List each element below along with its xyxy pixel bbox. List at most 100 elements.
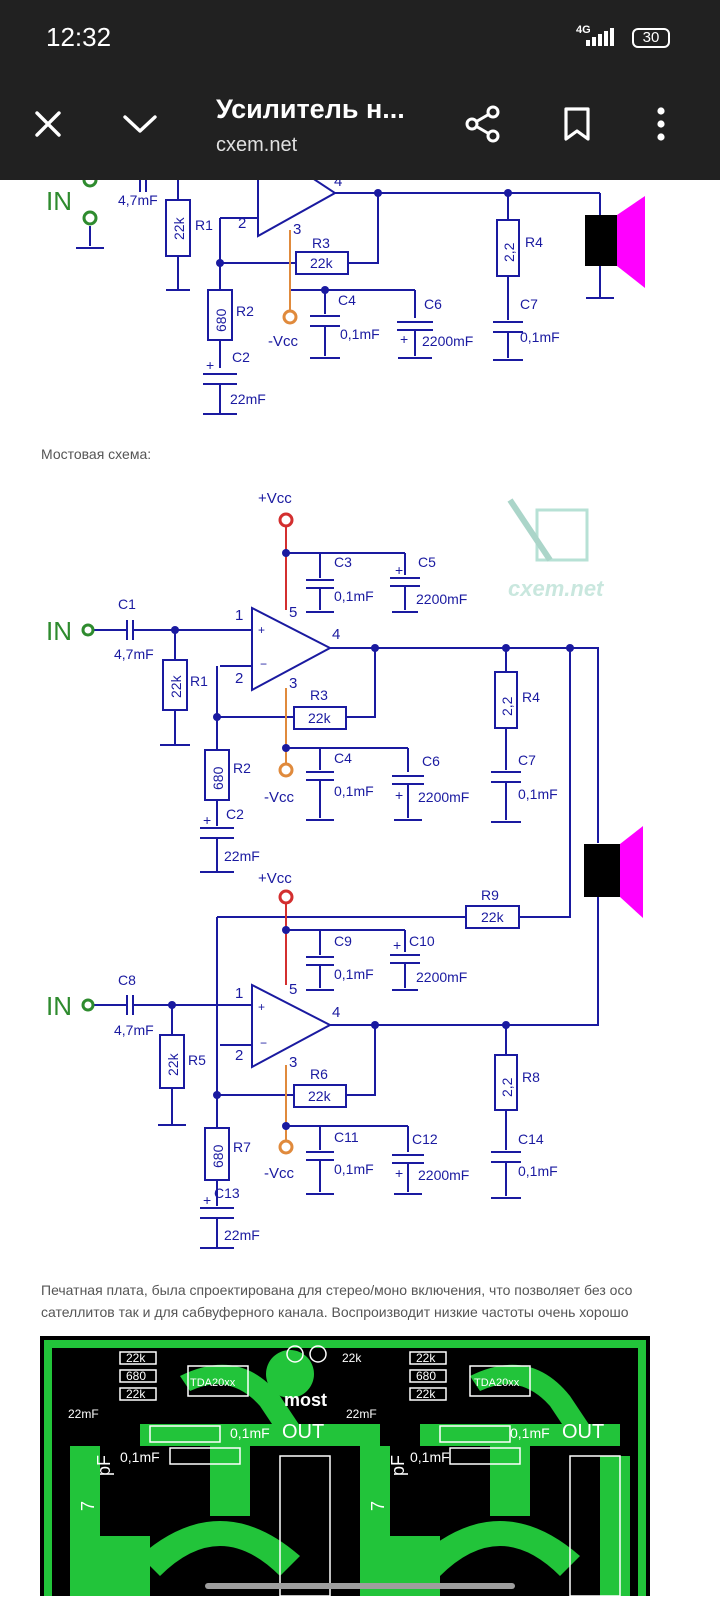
network-type: 4G: [576, 24, 591, 36]
svg-text:+: +: [206, 357, 214, 373]
more-options-button[interactable]: [646, 102, 676, 146]
signal-icon: [586, 28, 614, 46]
label-pin4-upper: 4: [332, 626, 340, 643]
pcb-label-11: most: [284, 1390, 327, 1410]
label-c14-value: 0,1mF: [518, 1163, 558, 1179]
pcb-label-14: 22k: [416, 1387, 436, 1401]
label-c4-value: 0,1mF: [340, 326, 380, 342]
label-vcc-pos-lower: +Vcc: [258, 870, 292, 887]
label-r3-value: 22k: [308, 710, 332, 726]
label-r7-value: 680: [210, 1144, 226, 1168]
label-r2-value: 680: [210, 766, 226, 790]
label-r7: R7: [233, 1139, 251, 1155]
label-r3: R3: [312, 235, 330, 251]
pcb-label-17: 0,1mF: [510, 1425, 550, 1441]
more-vert-icon: [657, 107, 665, 141]
label-r2-value: 680: [213, 308, 229, 332]
svg-text:−: −: [260, 1036, 267, 1050]
label-r6: R6: [310, 1066, 328, 1082]
label-c3-value: 0,1mF: [334, 588, 374, 604]
page-title[interactable]: Усилитель н...: [216, 94, 405, 124]
label-pin5-lower: 5: [289, 981, 297, 998]
gesture-handle[interactable]: [205, 1583, 515, 1589]
pcb-label-19: OUT: [562, 1421, 604, 1443]
status-time: 12:32: [46, 22, 112, 52]
watermark-text: cxem.net: [508, 576, 605, 601]
label-c4-value: 0,1mF: [334, 783, 374, 799]
label-r9-value: 22k: [481, 909, 505, 925]
pcb-label-8: pF: [94, 1455, 114, 1476]
label-c1: C1: [118, 596, 136, 612]
label-c6-value: 2200mF: [418, 789, 469, 805]
pcb-label-6: 0,1mF: [120, 1449, 160, 1465]
pcb-label-5: 0,1mF: [230, 1425, 270, 1441]
label-pin4-lower: 4: [332, 1004, 340, 1021]
pcb-label-20: pF: [388, 1455, 408, 1476]
bookmark-button[interactable]: [556, 102, 598, 146]
battery-level: 30: [642, 29, 660, 46]
label-c7-value: 0,1mF: [518, 786, 558, 802]
label-r3-value: 22k: [310, 255, 334, 271]
label-r1-value: 22k: [171, 216, 187, 240]
svg-text:+: +: [400, 331, 408, 347]
label-c5: C5: [418, 554, 436, 570]
label-pin3-upper: 3: [289, 675, 297, 692]
label-c7: C7: [520, 296, 538, 312]
caption-bridge: Мостовая схема:: [41, 446, 152, 462]
pcb-label-18: 0,1mF: [410, 1449, 450, 1465]
pcb-label-4: 22mF: [68, 1407, 99, 1421]
share-button[interactable]: [460, 102, 506, 146]
label-pin5-upper: 5: [289, 604, 297, 621]
svg-text:+: +: [393, 937, 401, 953]
minimize-button[interactable]: [118, 104, 162, 144]
label-r4-value: 2,2: [499, 696, 515, 716]
pcb-label-3: TDA20xx: [190, 1377, 236, 1389]
pcb-label-10: 22k: [342, 1351, 362, 1365]
svg-text:+: +: [395, 562, 403, 578]
label-c8-value: 4,7mF: [114, 1022, 154, 1038]
svg-text:+: +: [203, 812, 211, 828]
label-c1-value: 4,7mF: [114, 646, 154, 662]
page-domain[interactable]: cxem.net: [216, 134, 298, 156]
svg-text:−: −: [260, 657, 267, 671]
pcb-label-16: 22mF: [346, 1407, 377, 1421]
pcb-label-21: 7: [368, 1501, 388, 1511]
label-c7: C7: [518, 752, 536, 768]
web-content[interactable]: IN 4,7mF 22k R1 2 3 4 R3 22k 680 R2 + C2…: [0, 180, 720, 1600]
share-icon: [465, 105, 500, 143]
pcb-label-13: 680: [416, 1369, 436, 1383]
bookmark-icon: [564, 107, 590, 141]
custom-tab-toolbar: Усилитель н... cxem.net: [0, 76, 720, 180]
label-c6: C6: [424, 296, 442, 312]
label-r2: R2: [236, 303, 254, 319]
svg-text:+: +: [258, 623, 265, 637]
label-r1: R1: [195, 217, 213, 233]
chevron-down-icon: [123, 115, 157, 133]
label-c13-value: 22mF: [224, 1227, 260, 1243]
label-r3: R3: [310, 687, 328, 703]
label-c14: C14: [518, 1131, 544, 1147]
status-bar: 12:32 4G 30: [0, 0, 720, 76]
label-r4: R4: [525, 234, 543, 250]
label-pin2: 2: [238, 215, 246, 232]
label-r6-value: 22k: [308, 1088, 332, 1104]
label-pin3: 3: [293, 221, 301, 238]
pcb-label-12: 22k: [416, 1351, 436, 1365]
label-c6-value: 2200mF: [422, 333, 473, 349]
pcb-image: 22k 680 22k TDA20xx 22mF 0,1mF 0,1mF OUT…: [40, 1336, 650, 1596]
label-pin1-lower: 1: [235, 985, 243, 1002]
speaker-icon: [584, 826, 643, 918]
label-r1: R1: [190, 673, 208, 689]
label-c10: C10: [409, 933, 435, 949]
svg-text:+: +: [203, 1192, 211, 1208]
label-vcc-neg-lower: -Vcc: [264, 1165, 295, 1182]
label-c13: C13: [214, 1185, 240, 1201]
label-r5: R5: [188, 1052, 206, 1068]
close-button[interactable]: [28, 104, 68, 144]
label-in-upper: IN: [46, 616, 72, 646]
label-c4: C4: [338, 292, 356, 308]
label-r2: R2: [233, 760, 251, 776]
schematic-single: IN 4,7mF 22k R1 2 3 4 R3 22k 680 R2 + C2…: [46, 180, 645, 415]
pcb-paragraph-line1: Печатная плата, была спроектирована для …: [41, 1282, 633, 1298]
svg-text:+: +: [258, 1000, 265, 1014]
